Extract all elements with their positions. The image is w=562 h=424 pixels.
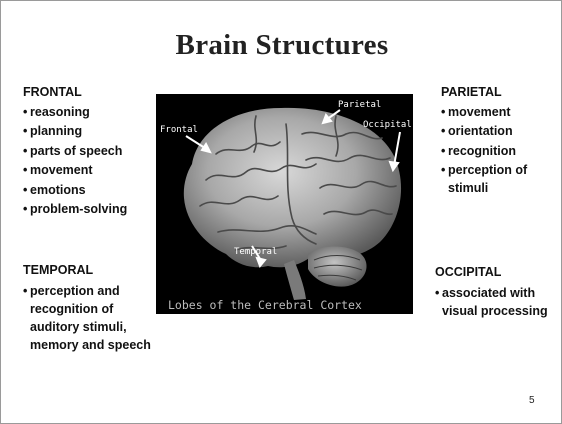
- temporal-item: perception and recognition of auditory s…: [23, 282, 173, 354]
- occipital-line: visual processing: [442, 304, 548, 318]
- occipital-line: associated with: [442, 286, 535, 300]
- parietal-item: orientation: [441, 122, 561, 142]
- parietal-list: movement orientation recognition percept…: [441, 103, 561, 198]
- slide-title: Brain Structures: [1, 29, 562, 62]
- temporal-label: Temporal: [234, 247, 277, 257]
- page-number: 5: [529, 395, 535, 406]
- parietal-section: PARIETAL movement orientation recognitio…: [441, 83, 561, 197]
- temporal-section: TEMPORAL perception and recognition of a…: [23, 261, 173, 354]
- temporal-line: perception and: [30, 284, 120, 298]
- occipital-section: OCCIPITAL associated with visual process…: [435, 263, 562, 320]
- cerebrum-shape: [184, 108, 401, 267]
- parietal-heading: PARIETAL: [441, 83, 561, 103]
- parietal-item: recognition: [441, 142, 561, 162]
- photo-caption: Lobes of the Cerebral Cortex: [168, 298, 362, 312]
- parietal-line: perception of: [448, 163, 527, 177]
- parietal-label: Parietal: [338, 100, 381, 110]
- brain-illustration: Frontal Parietal Occipital Temporal Lobe…: [156, 94, 413, 314]
- brain-photo: Frontal Parietal Occipital Temporal Lobe…: [156, 94, 413, 314]
- temporal-list: perception and recognition of auditory s…: [23, 282, 173, 354]
- parietal-item: perception of stimuli: [441, 161, 561, 197]
- temporal-line: recognition of: [30, 302, 113, 316]
- temporal-line: memory and speech: [30, 338, 151, 352]
- occipital-label: Occipital: [363, 120, 412, 130]
- parietal-item: movement: [441, 103, 561, 123]
- occipital-item: associated with visual processing: [435, 284, 562, 320]
- frontal-label: Frontal: [160, 125, 198, 135]
- temporal-heading: TEMPORAL: [23, 261, 173, 281]
- occipital-heading: OCCIPITAL: [435, 263, 562, 283]
- occipital-list: associated with visual processing: [435, 284, 562, 320]
- temporal-line: auditory stimuli,: [30, 320, 127, 334]
- parietal-line: stimuli: [448, 181, 488, 195]
